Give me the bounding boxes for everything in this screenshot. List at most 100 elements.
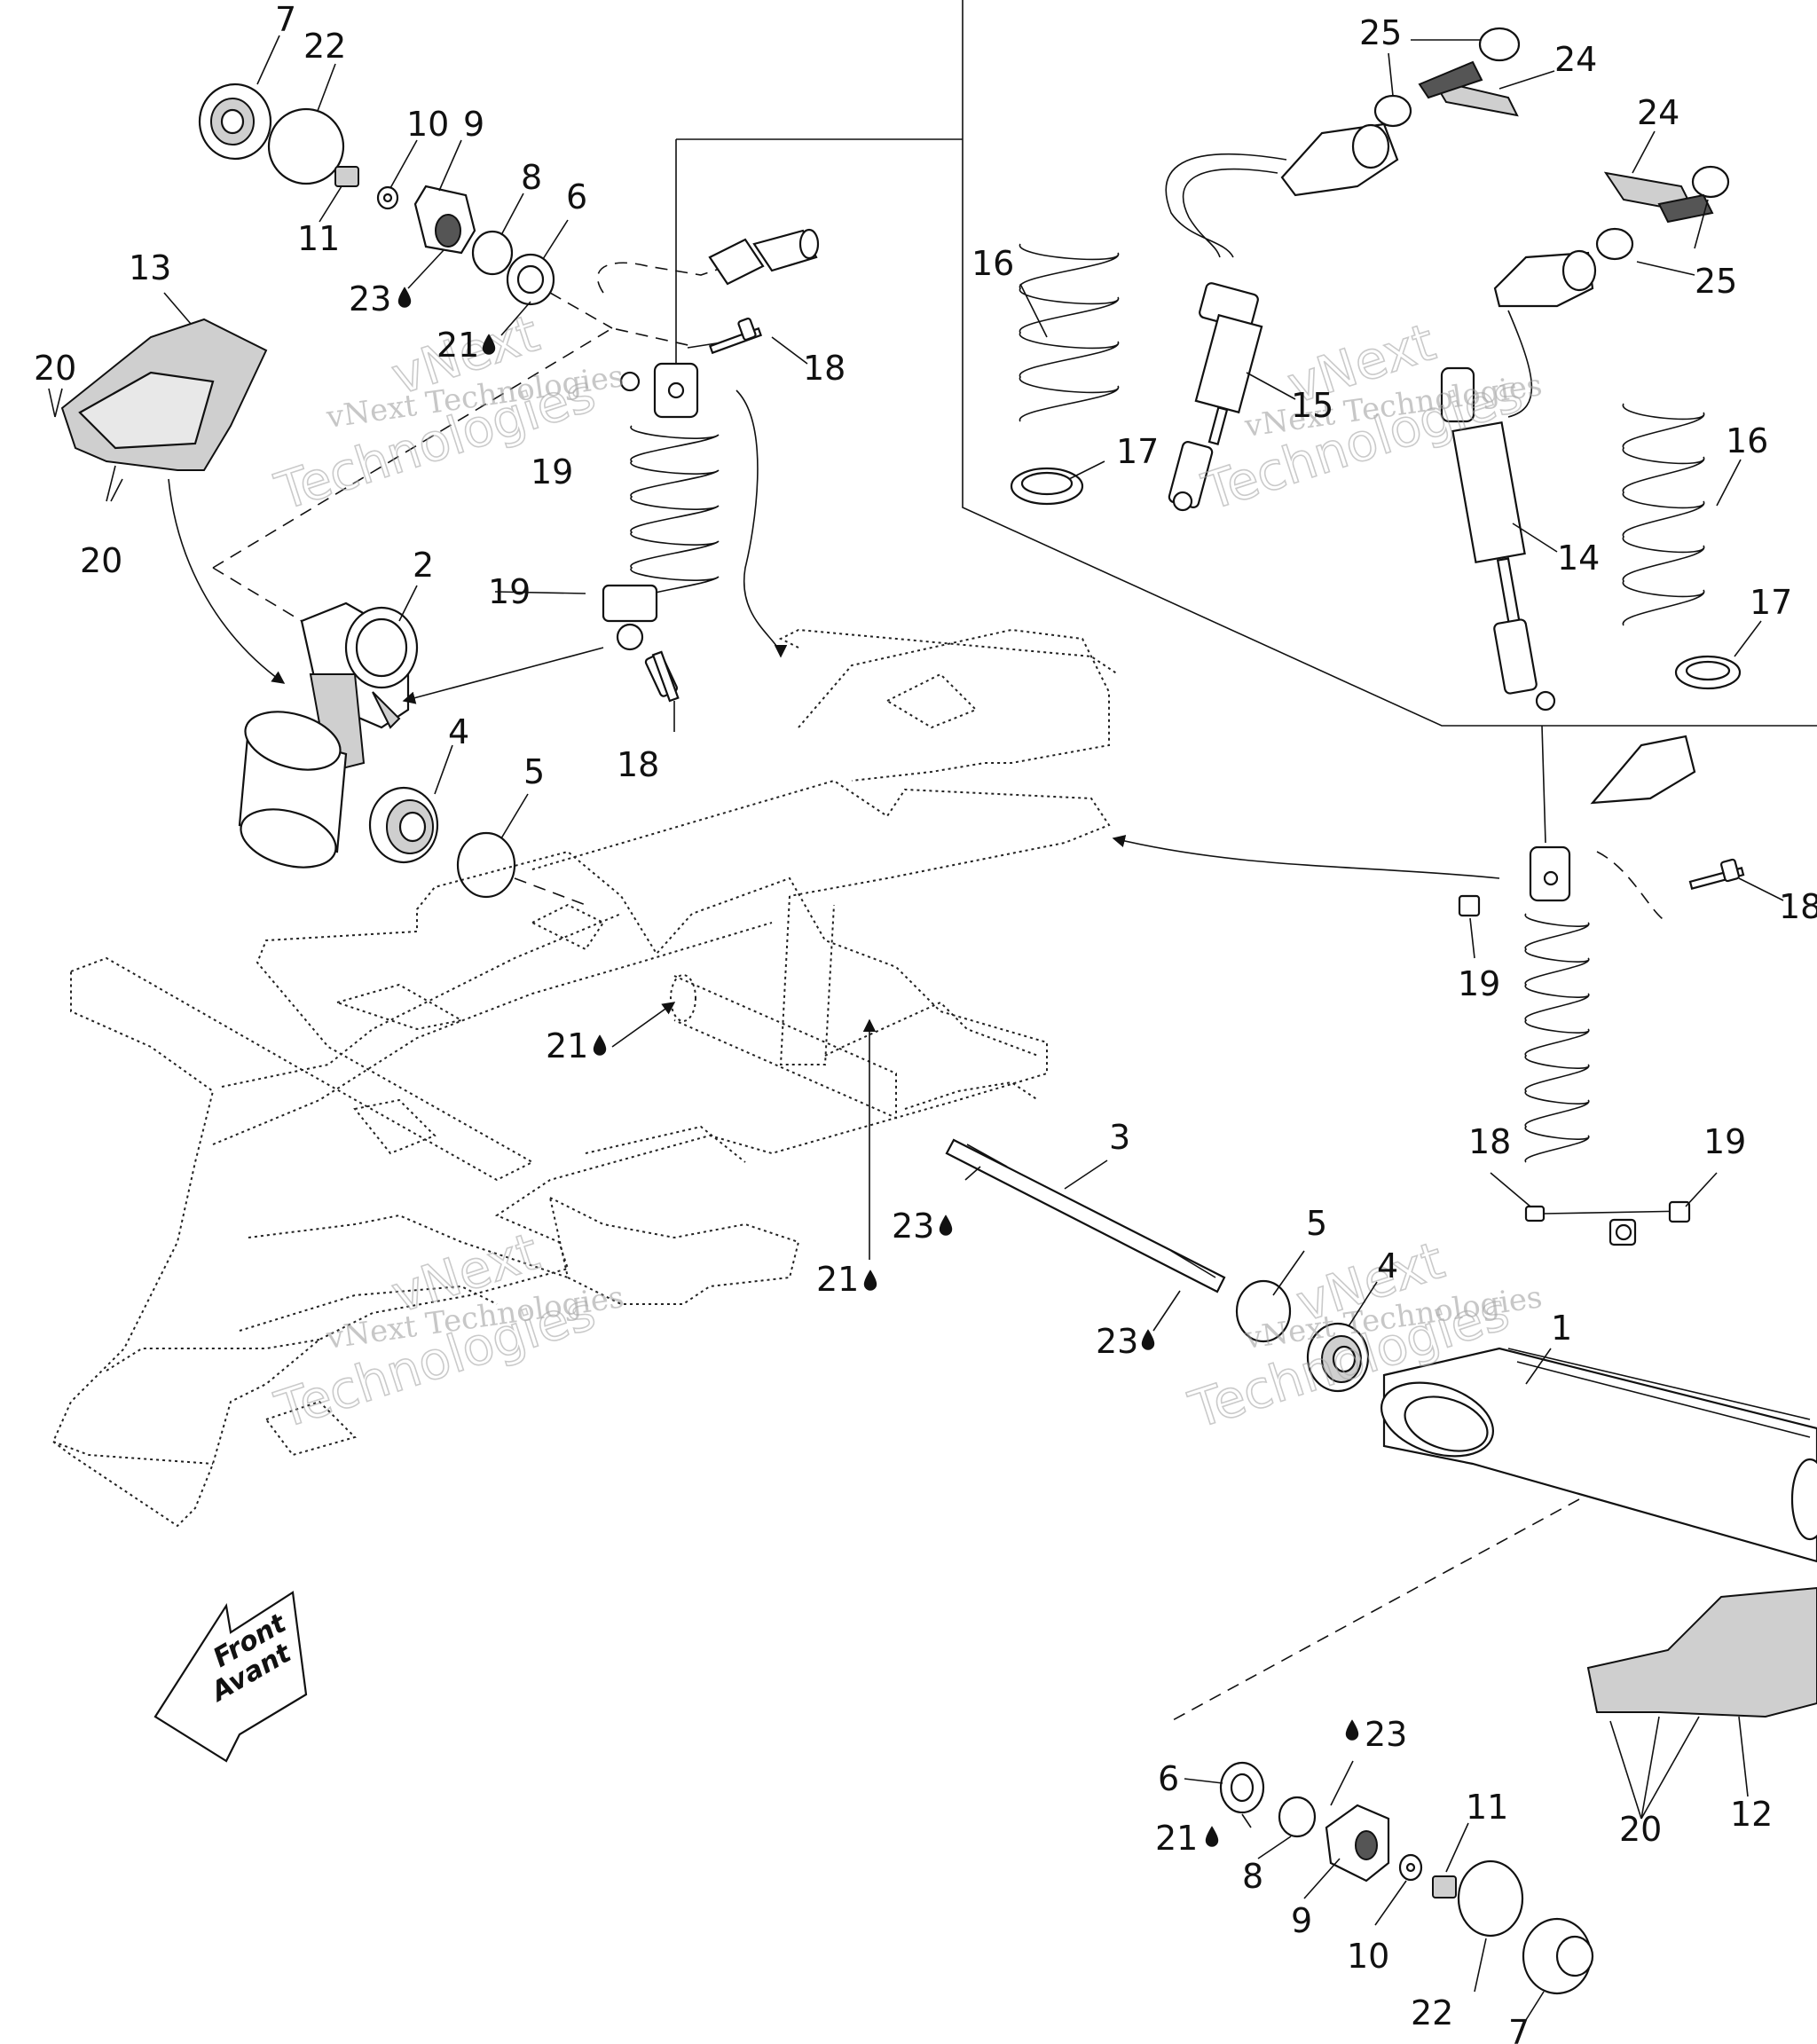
circlip-left (471, 230, 514, 276)
nut-left (334, 166, 359, 187)
hose-clamp-top-2 (1373, 94, 1412, 128)
callout-8: 8 (1242, 1857, 1263, 1896)
callout-22: 22 (1411, 1993, 1453, 2032)
oil-drop-icon (1141, 1329, 1155, 1350)
shock-absorber-left (597, 228, 820, 697)
chassis-frame (51, 628, 1119, 1528)
oil-drop-icon (397, 287, 412, 308)
callout-23: 23 (349, 279, 391, 318)
frame-pivot-tube (670, 974, 897, 1120)
callout-16: 16 (1726, 421, 1768, 460)
callout-18: 18 (1779, 887, 1817, 926)
retaining-ring-right (1457, 1859, 1524, 1938)
hose-clamp-right-1 (1691, 165, 1730, 199)
reservoir-bracket-top (1418, 60, 1519, 117)
spring-seat-inset-right (1674, 655, 1742, 690)
callout-5: 5 (1306, 1204, 1327, 1243)
callout-22: 22 (303, 27, 346, 66)
callout-2: 2 (413, 546, 434, 585)
callout-24: 24 (1554, 40, 1597, 79)
callout-21: 21 (437, 326, 479, 365)
callout-labels: 7 22 10 9 8 6 11 23 21 13 20 20 18 19 19… (34, 0, 1817, 2044)
callout-19: 19 (531, 452, 573, 491)
oil-drop-icon (593, 1034, 607, 1056)
circlip-right-2 (1278, 1796, 1317, 1838)
callout-13: 13 (129, 248, 171, 287)
hose-clamp-top-1 (1478, 27, 1521, 62)
reservoir-top (1165, 122, 1399, 258)
callout-18: 18 (803, 349, 846, 388)
callout-6: 6 (1158, 1759, 1179, 1798)
bolt-bottom-left (651, 650, 680, 703)
bearing-right (1306, 1322, 1370, 1393)
coil-spring-inset-left (1019, 243, 1119, 422)
callout-23: 23 (1096, 1322, 1138, 1361)
callout-9: 9 (1291, 1901, 1312, 1940)
shock-body-inset-left (1168, 282, 1263, 512)
callout-7: 7 (1508, 2013, 1530, 2044)
watermark-group: vNext Technologies Technologies vNext vN… (268, 302, 1545, 1441)
callout-8: 8 (521, 158, 542, 197)
reservoir-right (1493, 249, 1597, 418)
callout-21: 21 (816, 1260, 859, 1299)
callout-7: 7 (275, 0, 296, 39)
callout-21: 21 (546, 1026, 588, 1065)
callout-23: 23 (892, 1207, 934, 1246)
pivot-sleeve-left (238, 711, 348, 869)
swing-arm (1380, 1347, 1817, 1563)
callout-15: 15 (1291, 386, 1333, 425)
swingarm-cover-left (60, 318, 268, 471)
bearing-left (368, 786, 439, 864)
washer-left (376, 185, 399, 210)
callout-23: 23 (1365, 1715, 1407, 1754)
leader-lines (48, 35, 1784, 2024)
callout-4: 4 (1377, 1246, 1398, 1285)
callout-12: 12 (1730, 1795, 1773, 1834)
seal-left (506, 253, 555, 306)
callout-1: 1 (1551, 1309, 1572, 1348)
callout-19: 19 (1703, 1122, 1746, 1161)
coil-spring-inset-right (1622, 403, 1705, 626)
oil-drop-icon (939, 1215, 953, 1236)
callout-18: 18 (1468, 1122, 1511, 1161)
nut-top-right (1458, 894, 1481, 917)
circlip-left-2 (456, 831, 516, 899)
callout-18: 18 (617, 745, 659, 784)
spring-seat-inset-left (1010, 467, 1084, 506)
callout-5: 5 (523, 752, 545, 791)
callout-20: 20 (80, 541, 122, 580)
hub-cap-right (1522, 1917, 1594, 1995)
callout-24: 24 (1637, 93, 1679, 132)
circlip-right (1235, 1279, 1292, 1343)
callout-10: 10 (406, 105, 449, 144)
callout-14: 14 (1557, 539, 1600, 578)
callout-11: 11 (1466, 1788, 1508, 1827)
washer-right (1398, 1853, 1423, 1882)
reservoir-bracket-right (1603, 171, 1714, 224)
flange-left (413, 185, 476, 255)
seal-right (1219, 1761, 1265, 1814)
shock-body-inset-right (1440, 366, 1556, 711)
callout-19: 19 (488, 572, 531, 611)
callout-4: 4 (448, 712, 469, 751)
bolt-bottom-right (1524, 1205, 1691, 1222)
callout-9: 9 (463, 105, 484, 144)
callout-11: 11 (297, 219, 340, 258)
pivot-shaft (945, 1138, 1226, 1293)
callout-19: 19 (1458, 964, 1500, 1003)
callout-25: 25 (1359, 13, 1402, 52)
callout-10: 10 (1347, 1937, 1389, 1976)
oil-drop-icon (1205, 1826, 1219, 1847)
callout-20: 20 (34, 349, 76, 388)
spring-left (630, 425, 720, 604)
nut-bottom-right (1668, 1200, 1691, 1223)
front-direction-arrow: Front Avant (153, 1591, 308, 1763)
retaining-ring-left (267, 107, 345, 185)
callout-17: 17 (1750, 583, 1792, 622)
bolt-top-right (1688, 858, 1745, 890)
shock-absorber-right (1524, 725, 1696, 1246)
callout-20: 20 (1619, 1810, 1662, 1849)
callout-25: 25 (1695, 262, 1737, 301)
nut-right (1432, 1875, 1457, 1899)
